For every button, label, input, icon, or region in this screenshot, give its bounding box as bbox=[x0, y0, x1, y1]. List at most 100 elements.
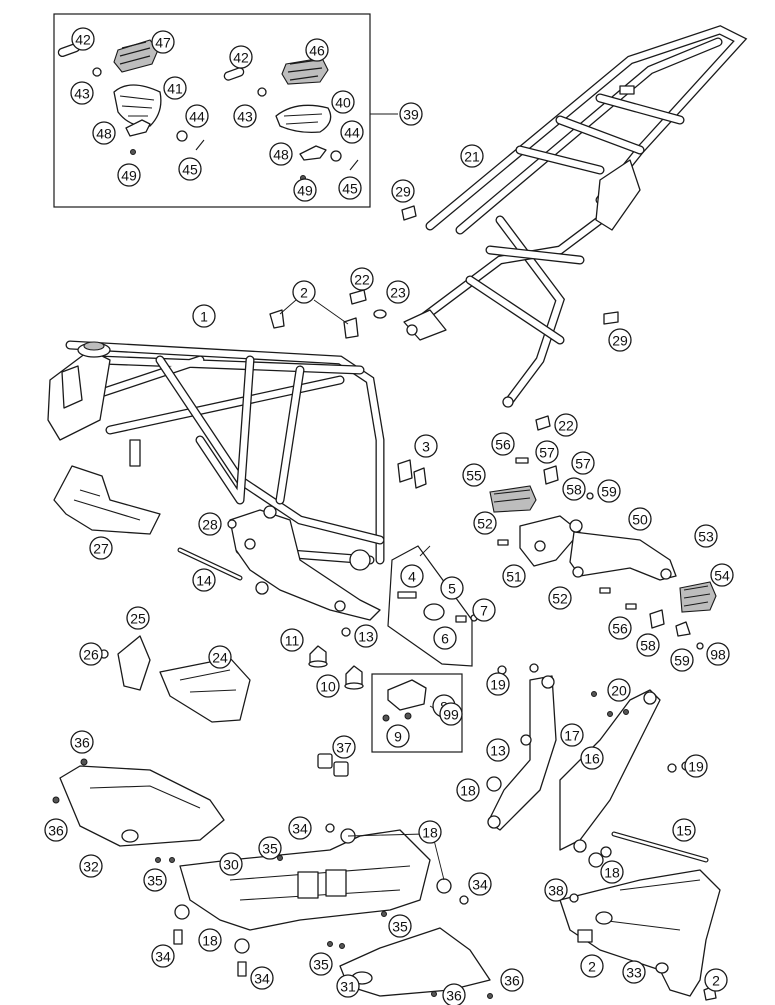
callout-number: 17 bbox=[564, 728, 580, 744]
callout-number: 43 bbox=[74, 86, 90, 102]
callout-30: 30 bbox=[219, 852, 243, 876]
callout-59: 59 bbox=[670, 648, 694, 672]
callout-38: 38 bbox=[544, 878, 568, 902]
callout-circle bbox=[350, 267, 374, 291]
callout-number: 59 bbox=[674, 653, 690, 669]
callout-number: 39 bbox=[403, 107, 419, 123]
callout-11: 11 bbox=[280, 628, 304, 652]
callout-number: 19 bbox=[688, 759, 704, 775]
callout-53: 53 bbox=[694, 524, 718, 548]
callout-circle bbox=[92, 121, 116, 145]
callout-number: 26 bbox=[83, 647, 99, 663]
side-cover bbox=[99, 635, 251, 723]
callout-19: 19 bbox=[684, 754, 708, 778]
callout-circle bbox=[580, 746, 604, 770]
callout-18: 18 bbox=[198, 928, 222, 952]
callout-circle bbox=[143, 868, 167, 892]
callout-2: 2 bbox=[580, 954, 604, 978]
callout-number: 36 bbox=[48, 823, 64, 839]
callout-circle bbox=[151, 30, 175, 54]
callout-36: 36 bbox=[70, 730, 94, 754]
callout-number: 51 bbox=[506, 569, 522, 585]
callout-number: 59 bbox=[601, 484, 617, 500]
callout-circle bbox=[500, 968, 524, 992]
callout-circle bbox=[560, 723, 584, 747]
callout-circle bbox=[694, 524, 718, 548]
callout-57: 57 bbox=[535, 440, 559, 464]
callout-circle bbox=[462, 463, 486, 487]
callout-number: 58 bbox=[640, 638, 656, 654]
callout-number: 47 bbox=[155, 35, 171, 51]
callout-circle bbox=[151, 944, 175, 968]
callout-number: 46 bbox=[309, 43, 325, 59]
callout-circle bbox=[89, 536, 113, 560]
callout-40: 40 bbox=[331, 90, 355, 114]
callout-circle bbox=[456, 778, 480, 802]
callout-39: 39 bbox=[399, 102, 423, 126]
callout-45: 45 bbox=[338, 176, 362, 200]
callout-circle bbox=[486, 738, 510, 762]
callout-number: 55 bbox=[466, 468, 482, 484]
callout-32: 32 bbox=[79, 854, 103, 878]
callout-43: 43 bbox=[233, 104, 257, 128]
callout-35: 35 bbox=[258, 836, 282, 860]
callout-18: 18 bbox=[418, 820, 442, 844]
callout-number: 18 bbox=[604, 865, 620, 881]
callout-17: 17 bbox=[560, 723, 584, 747]
callout-circle bbox=[535, 440, 559, 464]
callout-number: 30 bbox=[223, 857, 239, 873]
callout-circle bbox=[198, 928, 222, 952]
callout-48: 48 bbox=[269, 142, 293, 166]
callout-number: 34 bbox=[155, 949, 171, 965]
small-hardware bbox=[227, 205, 619, 529]
callout-13: 13 bbox=[486, 738, 510, 762]
callout-circle bbox=[332, 735, 356, 759]
callout-labels: 1222345678910111313141516171818181819192… bbox=[44, 27, 734, 1005]
callout-number: 37 bbox=[336, 740, 352, 756]
callout-circle bbox=[473, 511, 497, 535]
callout-3: 3 bbox=[414, 434, 438, 458]
callout-circle bbox=[354, 624, 378, 648]
callout-10: 10 bbox=[316, 674, 340, 698]
callout-circle bbox=[44, 818, 68, 842]
callout-98: 98 bbox=[706, 642, 730, 666]
callout-number: 58 bbox=[566, 482, 582, 498]
callout-number: 2 bbox=[588, 959, 596, 975]
main-frame bbox=[47, 340, 385, 621]
callout-number: 52 bbox=[552, 591, 568, 607]
callout-circle bbox=[439, 702, 463, 726]
callout-58: 58 bbox=[562, 477, 586, 501]
rear-lower-frame bbox=[559, 869, 721, 1001]
callout-number: 41 bbox=[167, 81, 183, 97]
callout-number: 19 bbox=[490, 677, 506, 693]
callout-number: 45 bbox=[182, 162, 198, 178]
callout-52: 52 bbox=[473, 511, 497, 535]
callout-circle bbox=[185, 104, 209, 128]
callout-34: 34 bbox=[468, 872, 492, 896]
callout-circle bbox=[704, 968, 728, 992]
callout-number: 4 bbox=[408, 569, 416, 585]
callout-circle bbox=[684, 754, 708, 778]
callout-1: 1 bbox=[192, 304, 216, 328]
callout-circle bbox=[600, 860, 624, 884]
callout-number: 38 bbox=[548, 883, 564, 899]
callout-44: 44 bbox=[185, 104, 209, 128]
callout-29: 29 bbox=[391, 179, 415, 203]
callout-21: 21 bbox=[460, 144, 484, 168]
callout-circle bbox=[391, 179, 415, 203]
callout-34: 34 bbox=[151, 944, 175, 968]
callout-42: 42 bbox=[229, 45, 253, 69]
callout-number: 48 bbox=[273, 147, 289, 163]
callout-circle bbox=[192, 568, 216, 592]
callout-number: 42 bbox=[233, 50, 249, 66]
callout-14: 14 bbox=[192, 568, 216, 592]
callout-number: 25 bbox=[130, 611, 146, 627]
callout-circle bbox=[70, 730, 94, 754]
callout-circle bbox=[280, 628, 304, 652]
callout-number: 2 bbox=[300, 285, 308, 301]
callout-circle bbox=[608, 616, 632, 640]
bushing-kit-box bbox=[387, 545, 478, 667]
callout-number: 5 bbox=[448, 581, 456, 597]
footpeg-kit-box bbox=[53, 13, 398, 208]
callout-circle bbox=[414, 434, 438, 458]
